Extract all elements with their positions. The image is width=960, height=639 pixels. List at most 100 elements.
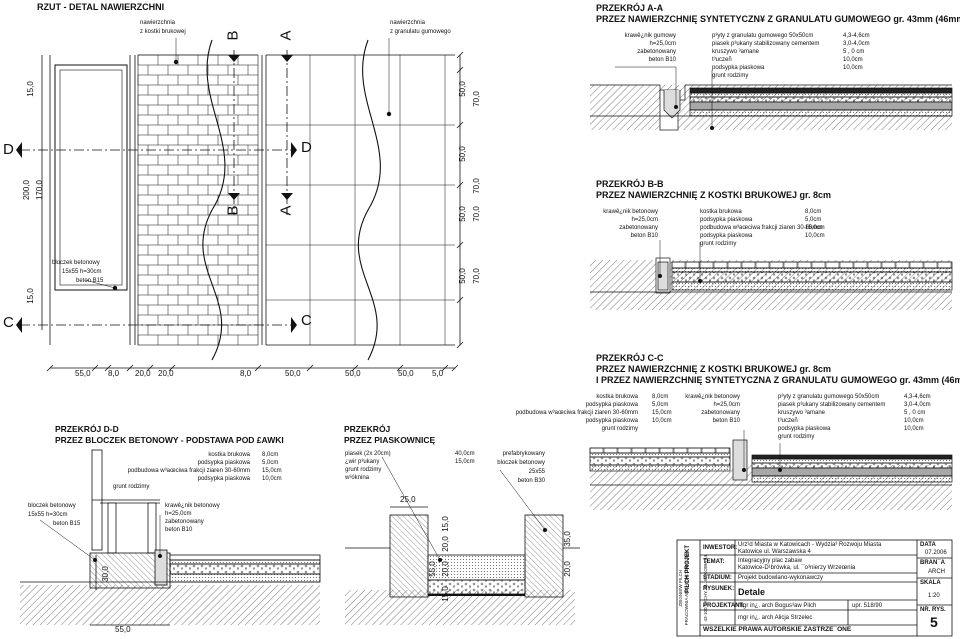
paving-pattern	[137, 54, 258, 345]
paver-block	[783, 261, 798, 269]
layer-name: w³óknina	[345, 475, 370, 481]
dd-dim-vertical: 30,0	[100, 566, 110, 582]
section-bb-subtitle: PRZEZ NAWIERZCHNIĘ Z KOSTKI BRUKOWEJ gr.…	[596, 190, 832, 200]
bb-note-1: krawê¿nik betonowy	[603, 209, 658, 215]
paver-block	[713, 261, 728, 269]
tb-subject-line2: Katowice-D¹brówka, ul. ¯o³nierzy Wrzeœni…	[738, 565, 856, 571]
tb-logo: PILCH PROJEKT	[685, 544, 692, 594]
curb-label-line2: 15x55 h=30cm	[62, 269, 102, 275]
layer-value: 5 , 0 cm	[904, 410, 926, 416]
dd-block-line1: bloczek betonowy	[28, 503, 76, 509]
tb-investor-label: INWESTOR:	[703, 545, 738, 551]
paver-block	[727, 261, 742, 269]
layer-value: 10,0cm	[652, 418, 672, 424]
section-mark-c-right: C	[301, 312, 312, 329]
tb-investor-line1: Urz¹d Miasta w Katowicach - Wydzia³ Rozw…	[738, 542, 882, 548]
aa-note-4: beton B10	[648, 57, 676, 63]
tb-drawing-label: RYSUNEK:	[703, 586, 735, 592]
sandpit-title: PRZEKRÓJ	[344, 424, 391, 434]
section-mark-b-bottom: B	[224, 205, 242, 216]
tb-date: 07.2006	[925, 550, 947, 556]
paver-block	[937, 261, 952, 269]
sandpit-dim-35: 35,0	[562, 531, 572, 547]
cc-note-4: beton B10	[712, 418, 740, 424]
paver-block	[797, 261, 812, 269]
paving-label-line2: z kostki brukowej	[140, 29, 186, 35]
section-cc-title: PRZEKRÓJ C-C	[596, 353, 664, 363]
dim-right-2: 70,0	[471, 91, 481, 107]
layer-name: kruszywo ³amane	[778, 410, 826, 416]
dim-bottom-2: 8,0	[108, 369, 120, 378]
dimension-tick	[168, 364, 176, 372]
layer-name: piasek (2x 20cm)	[345, 451, 391, 457]
layer-value: 15,0cm	[455, 459, 475, 465]
sandpit-dim-25: 25,0	[400, 495, 416, 504]
paver-block	[673, 447, 688, 454]
aa-note-2: h=25,0cm	[649, 41, 676, 47]
layer-name: p³yty z granulatu gumowego 50x50cm	[712, 33, 814, 39]
tb-license: upr. 518/90	[852, 603, 883, 609]
layer-name: kruszywo ³amane	[712, 49, 760, 55]
paver-block	[645, 447, 660, 454]
paver-block	[741, 261, 756, 269]
dim-right-7: 50,0	[457, 268, 467, 284]
layer-value: 10,0cm	[843, 57, 863, 63]
section-aa-drawing	[590, 66, 953, 131]
bb-note-4: beton B10	[630, 233, 658, 239]
section-mark-c-left: C	[3, 314, 14, 331]
sandpit-dim-20-c: 20,0	[562, 561, 572, 577]
paver-block	[895, 261, 910, 269]
section-mark-a-bottom: A	[277, 205, 295, 216]
section-mark-b-top: B	[224, 30, 242, 41]
layer-name: podbudowa w³aœciwa frakcji ziaren 30-60m…	[515, 410, 638, 416]
cc-note-3: zabetonowany	[701, 410, 740, 416]
dim-bottom-8: 50,0	[398, 369, 414, 378]
paver-block	[923, 261, 938, 269]
dim-right-1: 50,0	[457, 81, 467, 97]
sandpit-edge-line3: 25x55	[528, 469, 545, 475]
layer-name: podsypka piaskowa	[197, 460, 250, 466]
dimension-tick	[306, 364, 314, 372]
sandpit-dim-15-b: 15,0	[440, 586, 450, 602]
tb-sheet: 5	[930, 614, 938, 630]
layer-name: piasek p³ukany stabilizowany cementem	[778, 402, 886, 408]
section-cc-pavers	[589, 447, 730, 454]
bb-note-3: zabetonowany	[619, 225, 658, 231]
paver-block	[603, 447, 618, 454]
sandpit-dim-55: 55,0	[427, 561, 437, 577]
sandpit-drawing	[345, 456, 580, 625]
paver-block	[769, 261, 784, 269]
dimension-tick	[104, 364, 112, 372]
dim-right-5: 50,0	[457, 206, 467, 222]
rubber-label-line1: nawierzchnia	[390, 20, 426, 26]
cc-note-2: h=25,0cm	[713, 402, 740, 408]
dim-bottom-5: 8,0	[240, 369, 252, 378]
paver-block	[853, 261, 868, 269]
layer-value: 5,0cm	[262, 460, 279, 466]
layer-name: grunt rodzimy	[712, 73, 749, 79]
sandpit-edge-line1: prefabrykowany	[502, 451, 545, 457]
dd-curb-line1: krawê¿nik betonowy	[165, 503, 220, 509]
layer-name: t³uczeñ	[712, 57, 732, 63]
dd-block-line3: beton B15	[53, 521, 81, 527]
dd-dim-bottom: 55,0	[115, 625, 131, 634]
layer-name: podsypka piaskowa	[778, 426, 831, 432]
layer-value: 15,0cm	[262, 468, 282, 474]
paver-block	[659, 447, 674, 454]
section-bb-leaders	[659, 240, 701, 280]
title-block-frame	[676, 539, 953, 637]
sandpit-edge-line4: beton B30	[517, 478, 545, 484]
dd-curb-line2: h=25,0cm	[165, 511, 192, 517]
plan-view	[49, 54, 259, 346]
layer-name: podsypka piaskowa	[585, 418, 638, 424]
paver-block	[825, 261, 840, 269]
tb-sheet-label: NR. RYS.	[920, 607, 946, 613]
dimension-tick	[351, 364, 359, 372]
paver-block	[631, 447, 646, 454]
tb-designer2: mgr in¿. arch Alicja Strzelec	[738, 615, 813, 621]
dimension-tick	[456, 341, 464, 349]
cc-note-1: krawê¿nik betonowy	[685, 394, 740, 400]
tb-drawing: Detale	[738, 587, 766, 597]
dimension-tick	[91, 364, 99, 372]
